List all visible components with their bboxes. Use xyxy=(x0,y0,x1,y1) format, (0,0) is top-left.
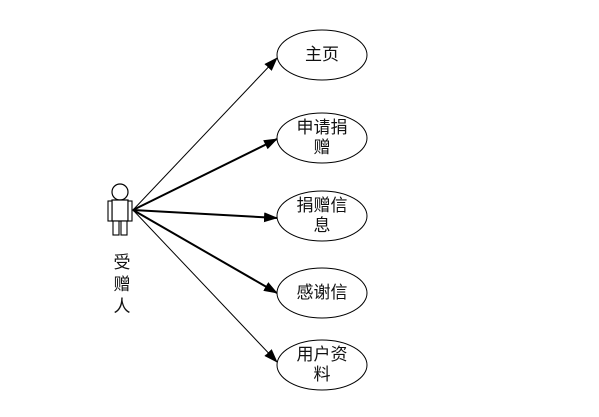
actor-right-leg xyxy=(120,220,128,236)
actor-label: 受赠人 xyxy=(113,253,131,317)
actor-figure-icon xyxy=(107,183,133,236)
use-case-thanks-letter xyxy=(276,267,368,319)
use-case-label-user-profile: 用户资料 xyxy=(296,345,348,385)
actor-left-leg xyxy=(112,220,120,236)
arrow-to-apply-donation xyxy=(132,138,278,211)
arrow-to-home xyxy=(132,57,278,211)
use-case-label-home: 主页 xyxy=(305,45,339,65)
use-case-label-donation-info: 捐赠信息 xyxy=(296,196,348,236)
use-case-user-profile xyxy=(276,339,368,391)
arrow-to-user-profile xyxy=(132,209,278,363)
use-case-label-thanks-letter: 感谢信 xyxy=(296,283,348,303)
use-case-label-apply-donation: 申请捐赠 xyxy=(296,118,348,158)
actor-left-arm xyxy=(107,200,113,222)
actor-right-arm xyxy=(127,200,133,222)
arrow-to-donation-info xyxy=(132,209,278,223)
use-case-apply-donation xyxy=(276,112,368,164)
use-case-home xyxy=(276,29,368,81)
use-case-donation-info xyxy=(276,190,368,242)
arrow-to-thanks-letter xyxy=(132,209,278,294)
actor-head xyxy=(111,183,129,201)
actor-body xyxy=(111,199,129,222)
